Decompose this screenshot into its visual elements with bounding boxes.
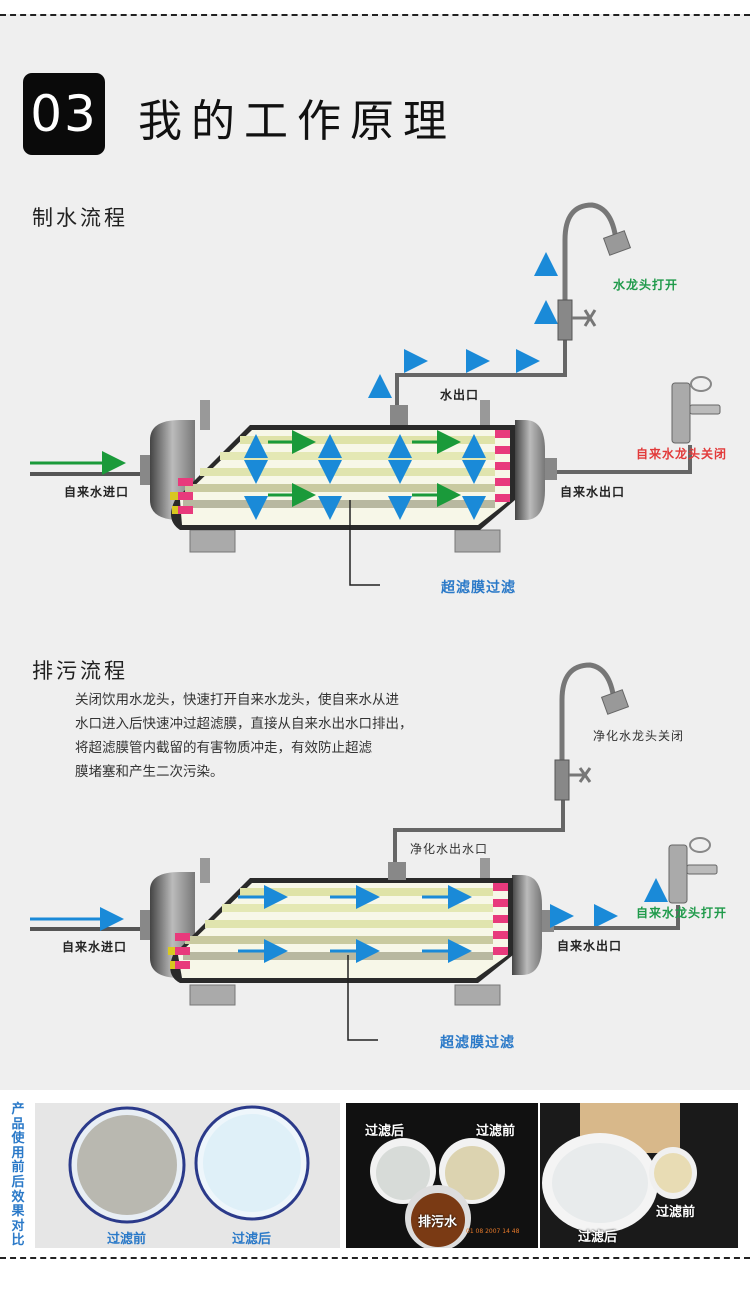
mount-bracket-right <box>454 529 501 553</box>
membrane-seal-left-2 <box>168 933 190 969</box>
comparison-side-title: 产品使用前后效果对比 <box>11 1102 25 1249</box>
purified-pipe-2 <box>393 800 565 862</box>
tap-water-outlet-label-2: 自来水出口 <box>557 939 623 953</box>
clamp-right <box>480 400 490 430</box>
faucet-open-label: 水龙头打开 <box>613 278 679 292</box>
production-flow-title: 制水流程 <box>32 206 128 230</box>
flush-description: 关闭饮用水龙头，快速打开自来水龙头，使自来水从进 水口进入后快速冲过超滤膜，直接… <box>75 688 495 784</box>
tap-water-outlet-label: 自来水出口 <box>560 485 626 499</box>
comparison-photo-bowls: 过滤前 过滤后 <box>35 1103 340 1248</box>
mount-bracket-left-2 <box>189 984 236 1006</box>
purified-pipe <box>395 340 567 405</box>
flush-diagram <box>30 662 718 1041</box>
purified-flow-arrows <box>368 252 558 398</box>
mount-bracket-right-2 <box>454 984 501 1006</box>
membrane-leader-line <box>349 500 380 586</box>
tap-faucet-open-label: 自来水龙头打开 <box>636 906 728 920</box>
membrane-core <box>180 430 510 525</box>
after-label: 过滤后 <box>232 1232 272 1247</box>
clamp-left <box>200 400 210 430</box>
filtrate-arrows-blue <box>244 434 486 520</box>
flush-flow-title: 排污流程 <box>32 659 128 683</box>
membrane-seal-left <box>170 478 193 514</box>
description-line: 将超滤膜管内截留的有害物质冲走，有效防止超滤 <box>75 740 372 756</box>
tap-faucet <box>671 376 721 444</box>
purified-faucet <box>557 202 632 341</box>
before-label: 过滤前 <box>107 1232 147 1247</box>
waste-water-label: 排污水 <box>418 1215 458 1230</box>
purified-faucet-closed-label: 净化水龙头关闭 <box>593 729 685 743</box>
tap-faucet-2 <box>668 837 718 904</box>
cup-before-label: 过滤前 <box>476 1124 516 1139</box>
purified-outlet-label: 净化水出水口 <box>410 842 489 856</box>
bottom-dashed-divider <box>0 1257 750 1259</box>
comparison-photo-cups: 过滤后 过滤前 排污水 01 08 2007 14 48 <box>346 1103 538 1248</box>
page-title: 我的工作原理 <box>138 96 456 147</box>
water-outlet-label: 水出口 <box>440 388 480 402</box>
flush-arrows-blue <box>238 878 668 963</box>
flow-diagrams <box>30 202 721 1041</box>
tap-water-pipe-2 <box>554 905 680 930</box>
tap-faucet-closed-label: 自来水龙头关闭 <box>636 447 728 461</box>
cup-after-label: 过滤后 <box>365 1124 405 1139</box>
membrane-leader-line-2 <box>347 955 378 1041</box>
inlet-pipe <box>30 472 140 476</box>
mount-bracket-left <box>189 529 236 553</box>
plate-after-label: 过滤后 <box>578 1230 618 1245</box>
section-number-badge: 03 <box>23 73 105 155</box>
tap-water-pipe <box>557 445 692 474</box>
description-line: 关闭饮用水龙头，快速打开自来水龙头，使自来水从进 <box>75 692 399 708</box>
right-end-cap-2 <box>512 875 542 975</box>
comparison-photo-plates: 过滤前 过滤后 <box>540 1103 738 1248</box>
inlet-label-2: 自来水进口 <box>62 940 128 954</box>
inlet-label: 自来水进口 <box>64 485 130 499</box>
production-diagram <box>30 202 721 586</box>
inlet-pipe-2 <box>30 927 140 931</box>
right-end-cap <box>515 420 545 520</box>
plate-before-label: 过滤前 <box>656 1205 696 1220</box>
inlet-connector <box>140 455 150 485</box>
bowl-before-water <box>77 1115 177 1215</box>
top-dashed-divider <box>0 14 750 16</box>
bowl-after-water <box>203 1114 301 1212</box>
top-outlet-connector <box>390 405 408 425</box>
description-line: 膜堵塞和产生二次污染。 <box>75 764 224 780</box>
membrane-label: 超滤膜过滤 <box>441 580 516 596</box>
flow-arrows-green <box>268 430 461 507</box>
photo-timestamp: 01 08 2007 14 48 <box>466 1228 520 1235</box>
membrane-label-2: 超滤膜过滤 <box>440 1035 515 1051</box>
membrane-seal-right <box>495 430 510 502</box>
membrane-seal-right-2 <box>493 883 508 955</box>
purified-faucet-2 <box>554 662 630 801</box>
outlet-connector <box>545 458 557 480</box>
description-line: 水口进入后快速冲过超滤膜，直接从自来水出水口排出， <box>75 716 413 732</box>
